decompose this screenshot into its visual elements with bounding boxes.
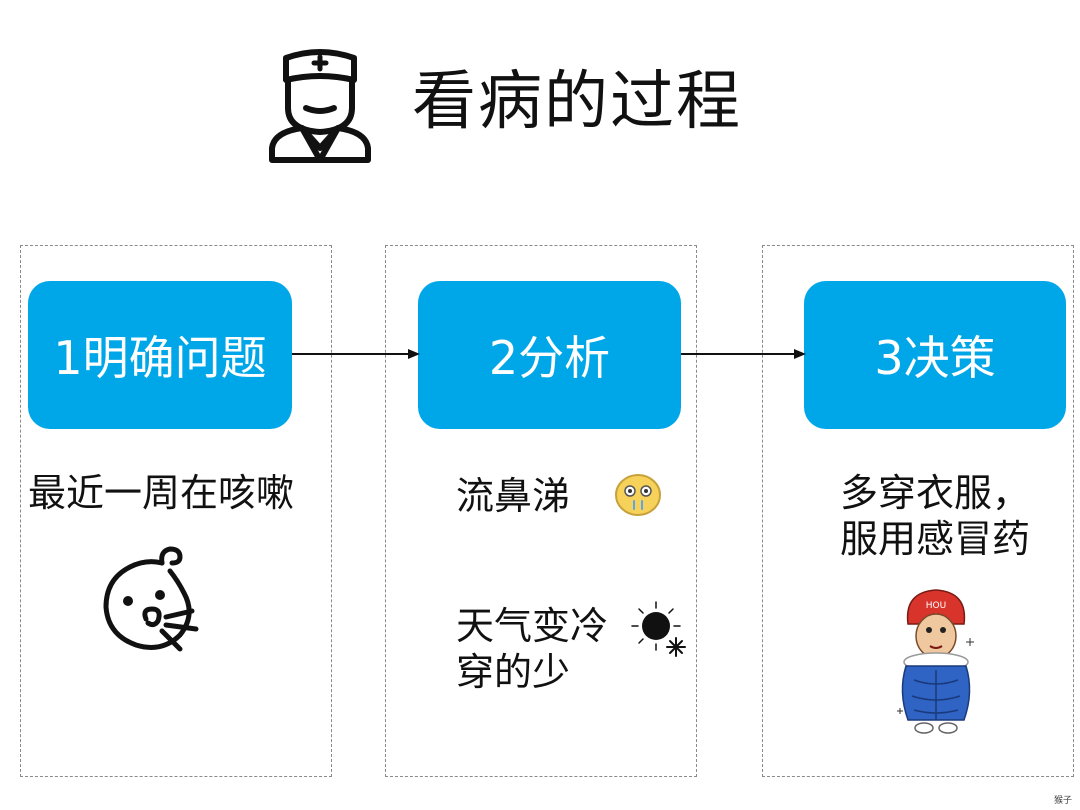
weather-text: 天气变冷 穿的少 [456, 603, 608, 695]
step-2-box: 2分析 [418, 281, 681, 429]
doctor-icon [266, 48, 374, 164]
column-analysis [385, 245, 697, 777]
page-title: 看病的过程 [412, 65, 742, 139]
runny-nose-text: 流鼻涕 [456, 474, 571, 518]
weather-text-line-2: 穿的少 [456, 650, 571, 694]
watermark: 猴子 [1053, 796, 1072, 806]
column-decision [762, 245, 1074, 777]
cold-monkey-character: HOU [894, 588, 978, 738]
arrow-step2-to-step3 [681, 345, 806, 363]
step-1-box: 1明确问题 [28, 281, 292, 429]
sun-snowflake-icon [628, 598, 688, 660]
column-identify-problem [20, 245, 332, 777]
decision-text: 多穿衣服， 服用感冒药 [840, 470, 1030, 562]
decision-text-line-1: 多穿衣服， [840, 471, 1031, 515]
coughing-baby-icon [100, 545, 204, 653]
weather-text-line-1: 天气变冷 [456, 604, 609, 648]
runny-nose-face-icon [614, 473, 662, 517]
symptom-text: 最近一周在咳嗽 [28, 471, 295, 515]
character-cap-text: HOU [926, 601, 946, 611]
arrow-step1-to-step2 [292, 345, 420, 363]
decision-text-line-2: 服用感冒药 [840, 517, 1031, 561]
step-3-box: 3决策 [804, 281, 1066, 429]
